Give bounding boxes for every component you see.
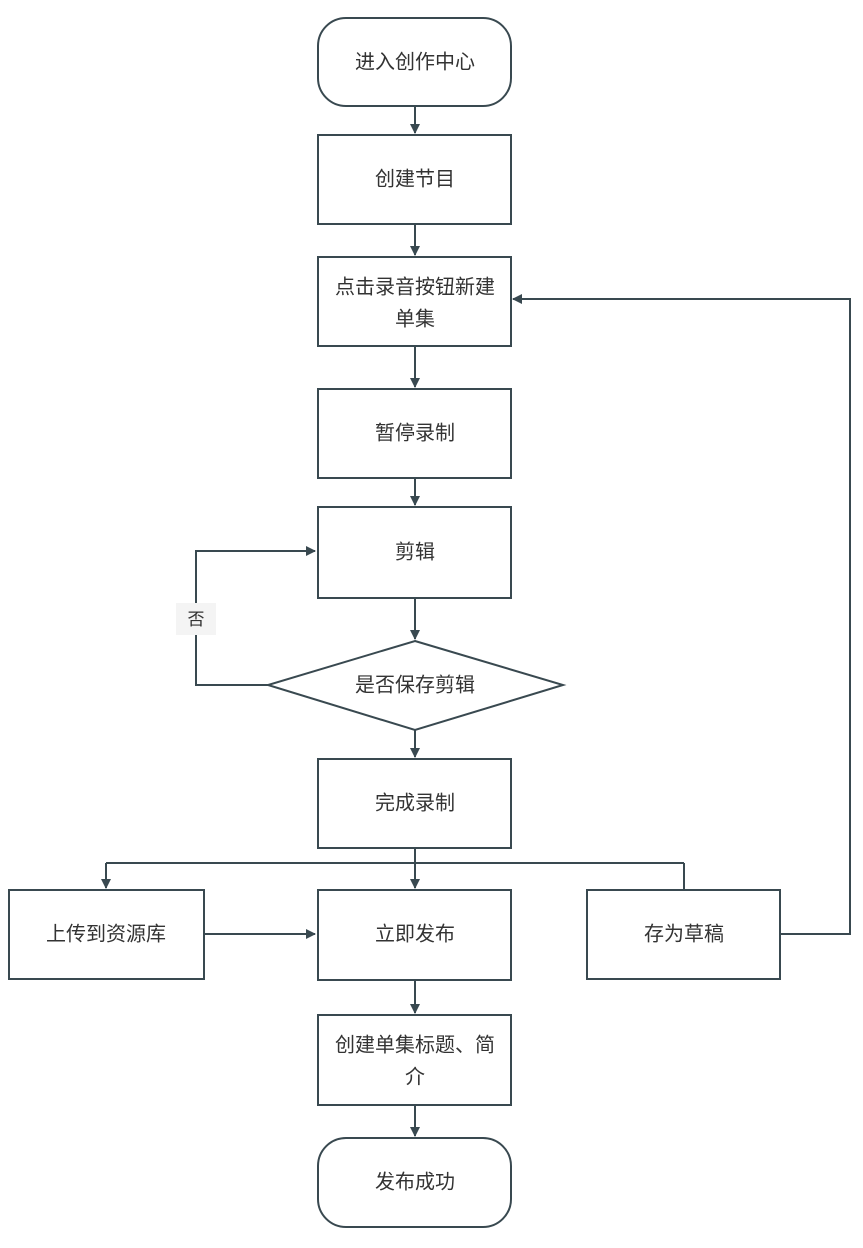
node-draft-label: 存为草稿 (644, 922, 724, 946)
node-create-program-label: 创建节目 (375, 167, 455, 191)
nodes: 进入创作中心 创建节目 点击录音按钮新建 单集 暂停录制 剪辑 是否保存剪辑 完… (8, 17, 781, 1228)
edge-draft-back-to-record (512, 294, 851, 935)
node-start-label: 进入创作中心 (355, 50, 475, 74)
node-end: 发布成功 (317, 1137, 512, 1228)
node-finish: 完成录制 (317, 758, 512, 849)
node-finish-label: 完成录制 (375, 791, 455, 815)
edge-label-no: 否 (176, 603, 216, 635)
node-decision-label: 是否保存剪辑 (355, 673, 475, 697)
node-edit-label: 剪辑 (395, 540, 435, 564)
node-pause: 暂停录制 (317, 388, 512, 479)
node-publish: 立即发布 (317, 889, 512, 981)
node-start: 进入创作中心 (317, 17, 512, 107)
edge-label-no-text: 否 (188, 610, 205, 630)
node-edit: 剪辑 (317, 506, 512, 599)
node-create-program: 创建节目 (317, 134, 512, 225)
node-record-label-line2: 单集 (395, 307, 435, 331)
node-upload: 上传到资源库 (8, 889, 205, 980)
node-title-label-line1: 创建单集标题、简 (335, 1033, 495, 1057)
node-title-label-line2: 介 (405, 1065, 425, 1089)
node-record-label-line1: 点击录音按钮新建 (335, 275, 495, 299)
node-end-label: 发布成功 (375, 1170, 455, 1194)
node-decision: 是否保存剪辑 (264, 639, 567, 732)
node-draft: 存为草稿 (586, 889, 781, 980)
node-upload-label: 上传到资源库 (46, 922, 166, 946)
node-pause-label: 暂停录制 (375, 421, 455, 445)
node-record: 点击录音按钮新建 单集 (317, 256, 512, 347)
node-title: 创建单集标题、简 介 (317, 1014, 512, 1106)
node-publish-label: 立即发布 (375, 922, 455, 946)
